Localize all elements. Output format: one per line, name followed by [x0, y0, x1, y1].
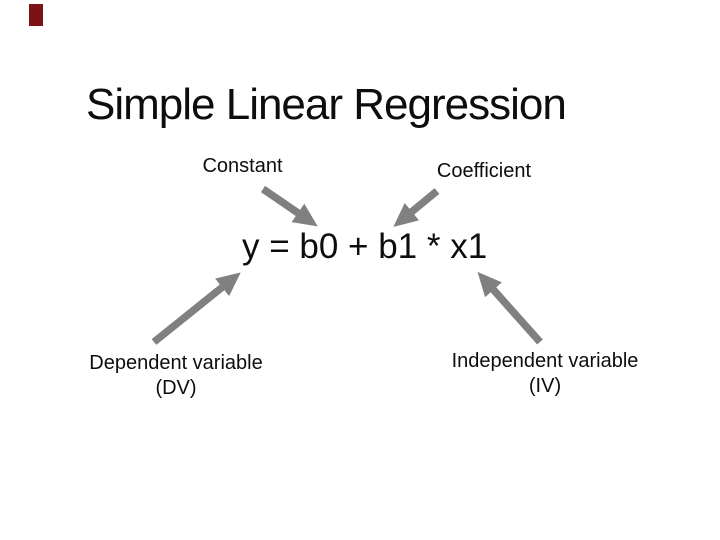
coefficient-arrow-icon [393, 188, 440, 227]
independent-variable-line1: Independent variable [451, 350, 639, 372]
independent-variable-arrow-icon [477, 271, 543, 345]
dependent-variable-line2: (DV) [155, 377, 197, 399]
independent-variable-line2: (IV) [528, 375, 562, 397]
dependent-variable-label: Dependent variable (DV) [83, 351, 269, 401]
slide-title: Simple Linear Regression [86, 80, 567, 130]
constant-arrow-icon [260, 185, 318, 227]
constant-label: Constant [202, 155, 283, 177]
dependent-variable-arrow-icon [151, 272, 241, 345]
corner-mark [29, 4, 43, 26]
regression-equation: y = b0 + b1 * x1 [242, 227, 488, 266]
independent-variable-label: Independent variable (IV) [450, 349, 640, 399]
dependent-variable-line1: Dependent variable [89, 352, 263, 374]
coefficient-label: Coefficient [436, 160, 532, 182]
